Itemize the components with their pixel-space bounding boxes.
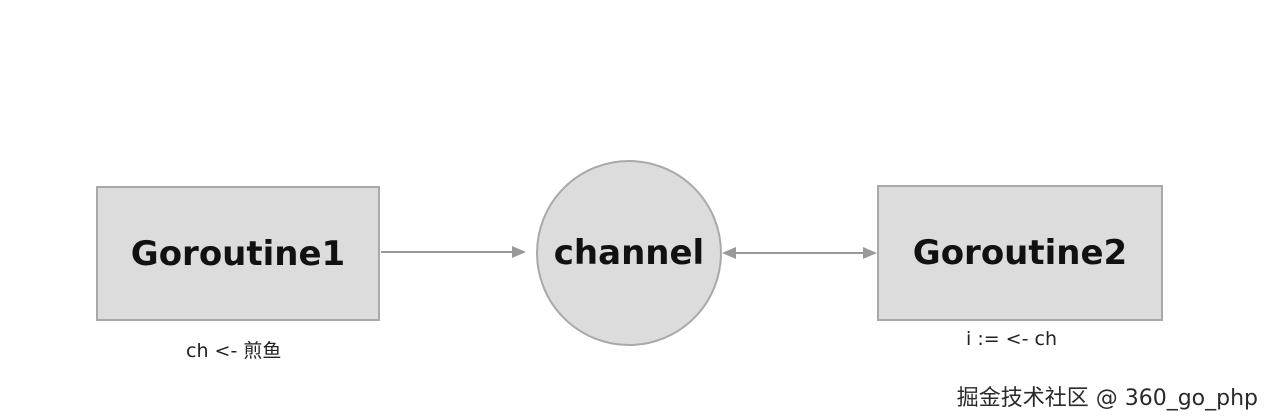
goroutine2-node: Goroutine2 [877,185,1163,321]
goroutine2-label: Goroutine2 [912,233,1128,273]
channel-node: channel [536,160,722,346]
receive-caption: i := <- ch [966,328,1057,350]
watermark: 掘金技术社区 @ 360_go_php [956,386,1258,411]
channel-label: channel [553,233,705,273]
send-caption: ch <- 煎鱼 [186,340,282,362]
goroutine1-label: Goroutine1 [130,233,346,274]
goroutine1-node: Goroutine1 [96,186,380,321]
